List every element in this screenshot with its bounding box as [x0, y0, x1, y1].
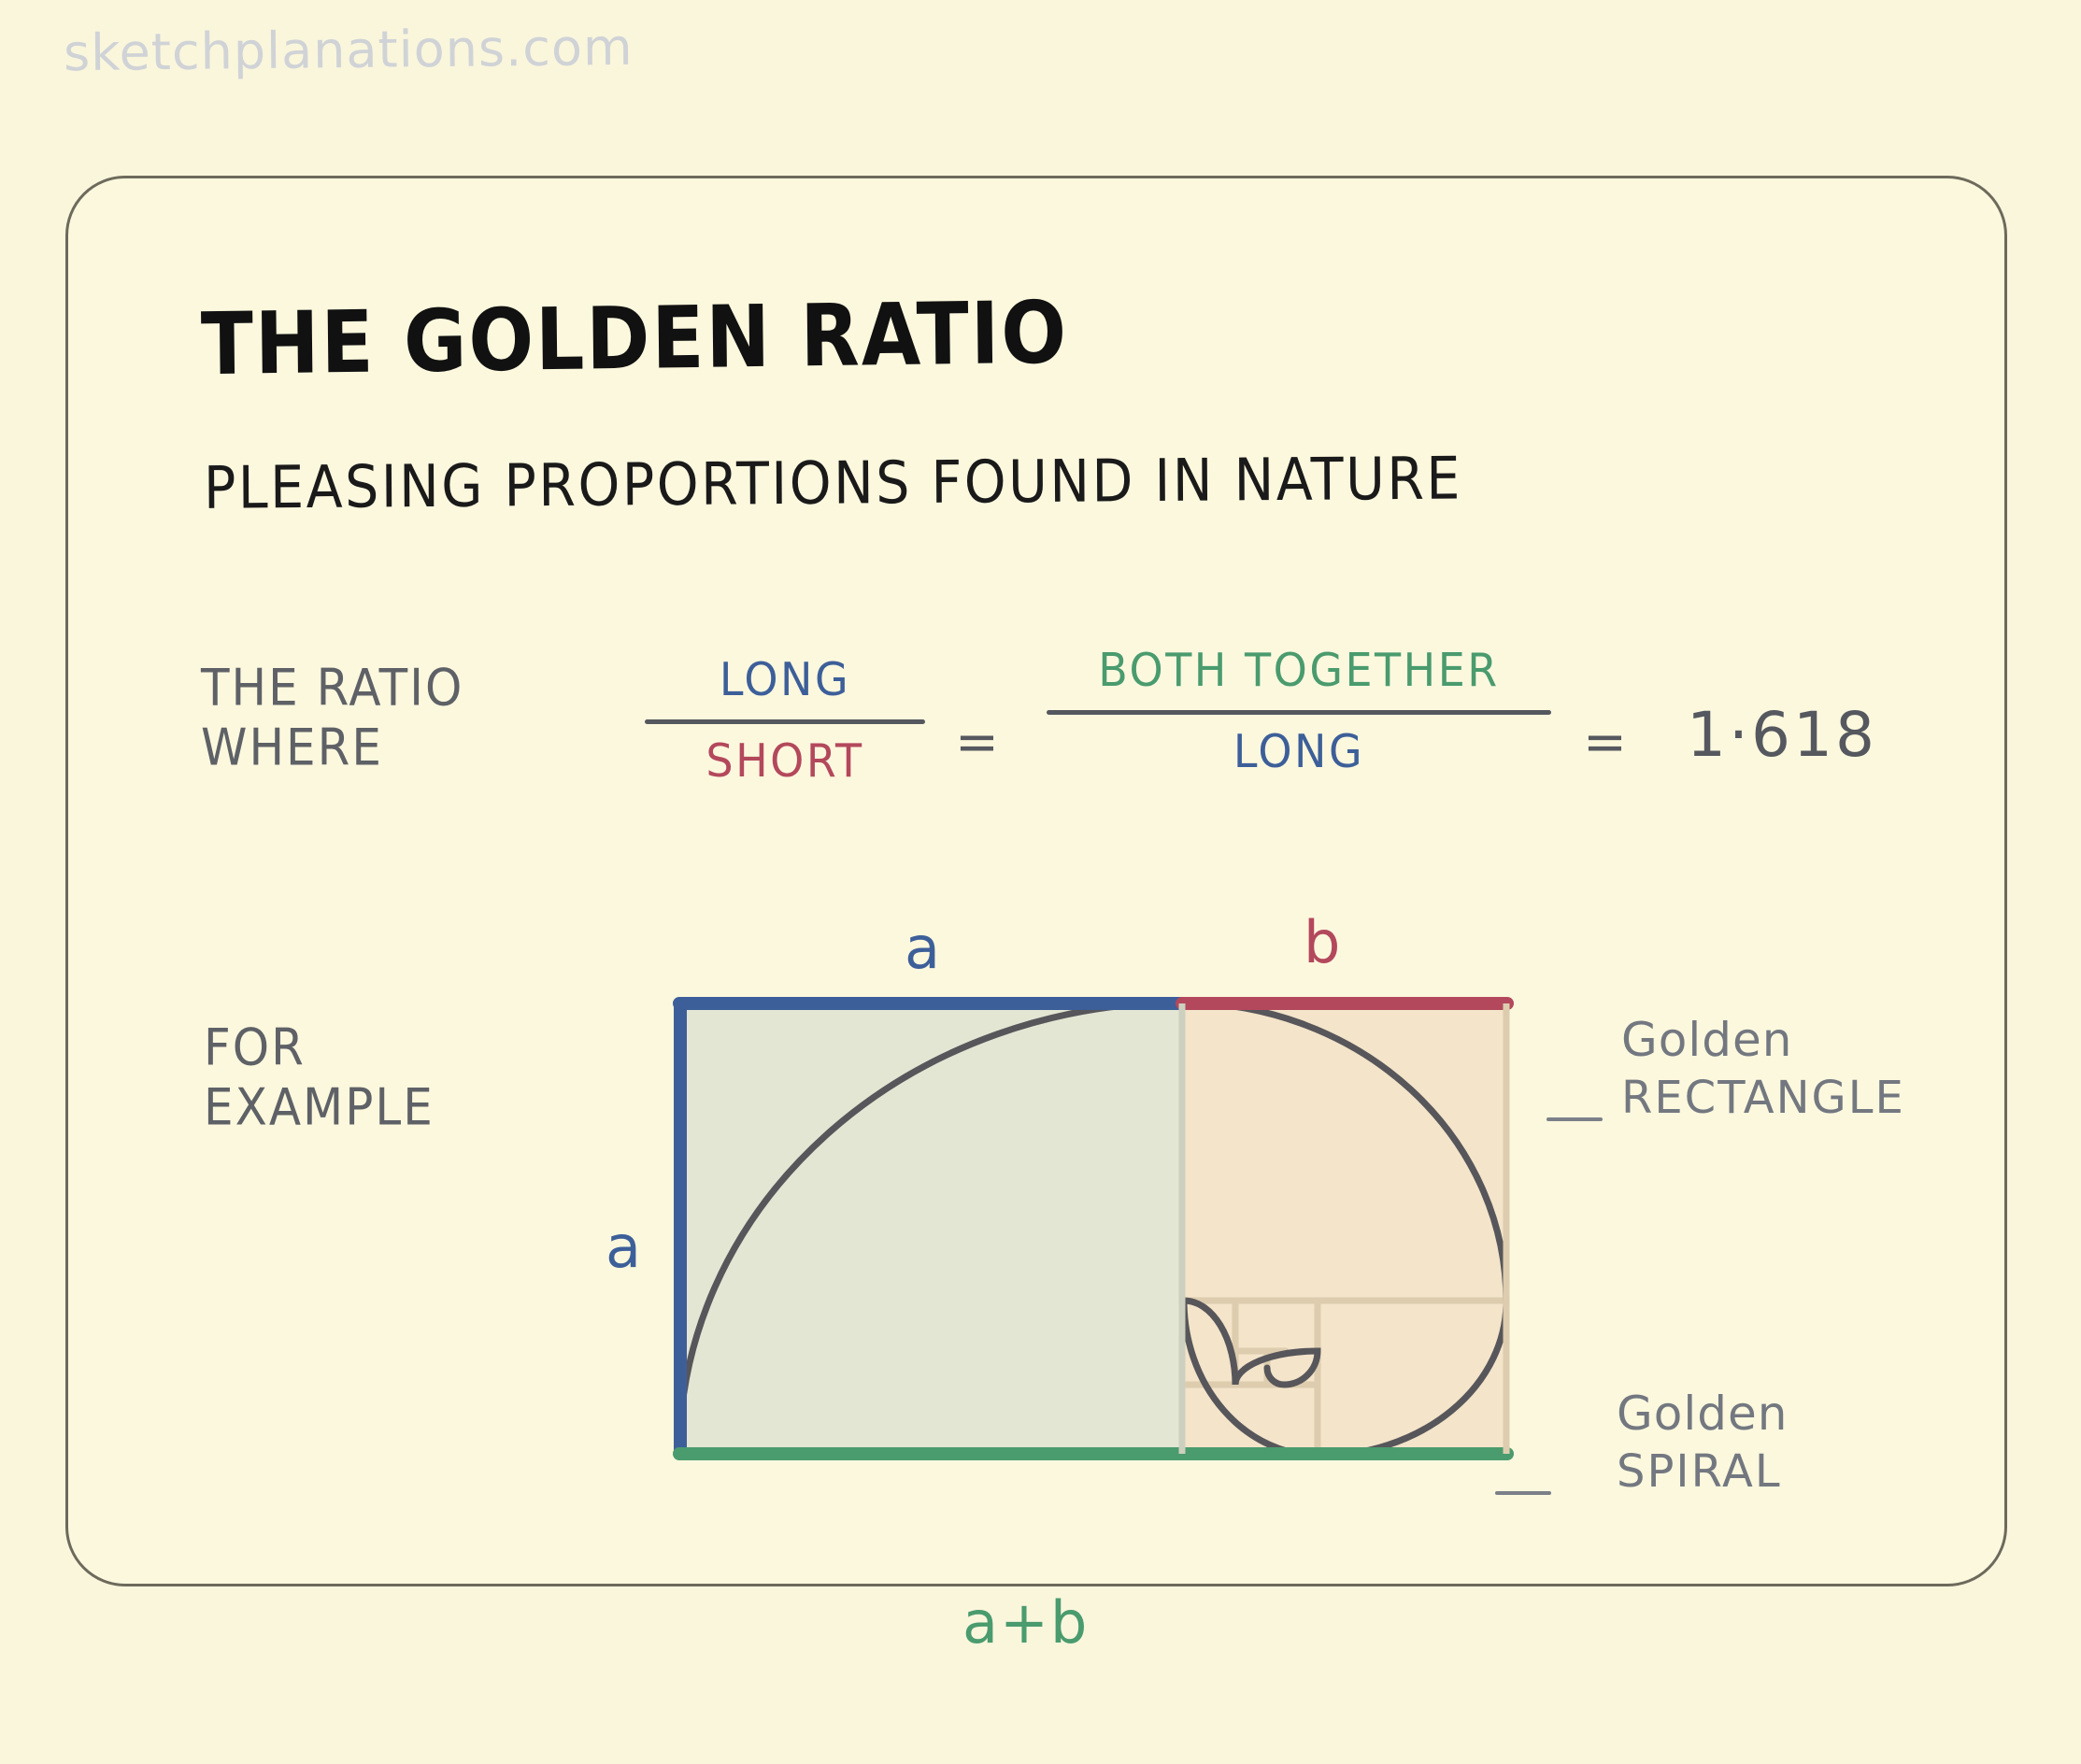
fraction2-denominator: LONG [1233, 724, 1365, 778]
square-a-fill [679, 1003, 1182, 1454]
golden-ratio-value: 1·618 [1687, 699, 1877, 771]
fraction1-denominator: SHORT [706, 733, 864, 788]
label-a-top: a [905, 914, 940, 982]
leader-line-rectangle [1546, 1117, 1603, 1121]
example-lead-in: FOR EXAMPLE [204, 1018, 435, 1137]
fraction-both-over-long: BOTH TOGETHER LONG [1047, 643, 1551, 778]
ratio-lead-line-2: WHERE [201, 718, 383, 777]
label-a-plus-b-bottom: a+b [962, 1588, 1090, 1657]
callout-golden-rectangle: Golden RECTANGLE [1621, 1011, 1905, 1126]
equals-sign-2: = [1583, 712, 1627, 773]
callout-golden-spiral: Golden SPIRAL [1617, 1385, 1788, 1500]
fraction1-numerator: LONG [719, 652, 851, 706]
callout-rectangle-line-1: Golden [1621, 1013, 1793, 1067]
fraction-long-over-short: LONG SHORT [645, 652, 925, 788]
equals-sign-1: = [955, 712, 999, 773]
leader-line-spiral [1495, 1491, 1551, 1495]
callout-spiral-line-1: Golden [1617, 1387, 1789, 1441]
ratio-lead-line-1: THE RATIO [201, 659, 464, 718]
golden-spiral [676, 999, 1510, 1459]
fraction2-numerator: BOTH TOGETHER [1098, 643, 1500, 697]
example-lead-line-2: EXAMPLE [204, 1077, 435, 1137]
callout-rectangle-line-2: RECTANGLE [1621, 1071, 1905, 1124]
label-a-left: a [606, 1213, 641, 1281]
label-b-top: b [1304, 908, 1341, 976]
callout-spiral-line-2: SPIRAL [1617, 1444, 1782, 1498]
example-lead-line-1: FOR [204, 1018, 306, 1077]
fraction1-bar [645, 719, 925, 724]
fraction2-bar [1047, 710, 1551, 715]
ratio-lead-in: THE RATIO WHERE [201, 659, 463, 777]
